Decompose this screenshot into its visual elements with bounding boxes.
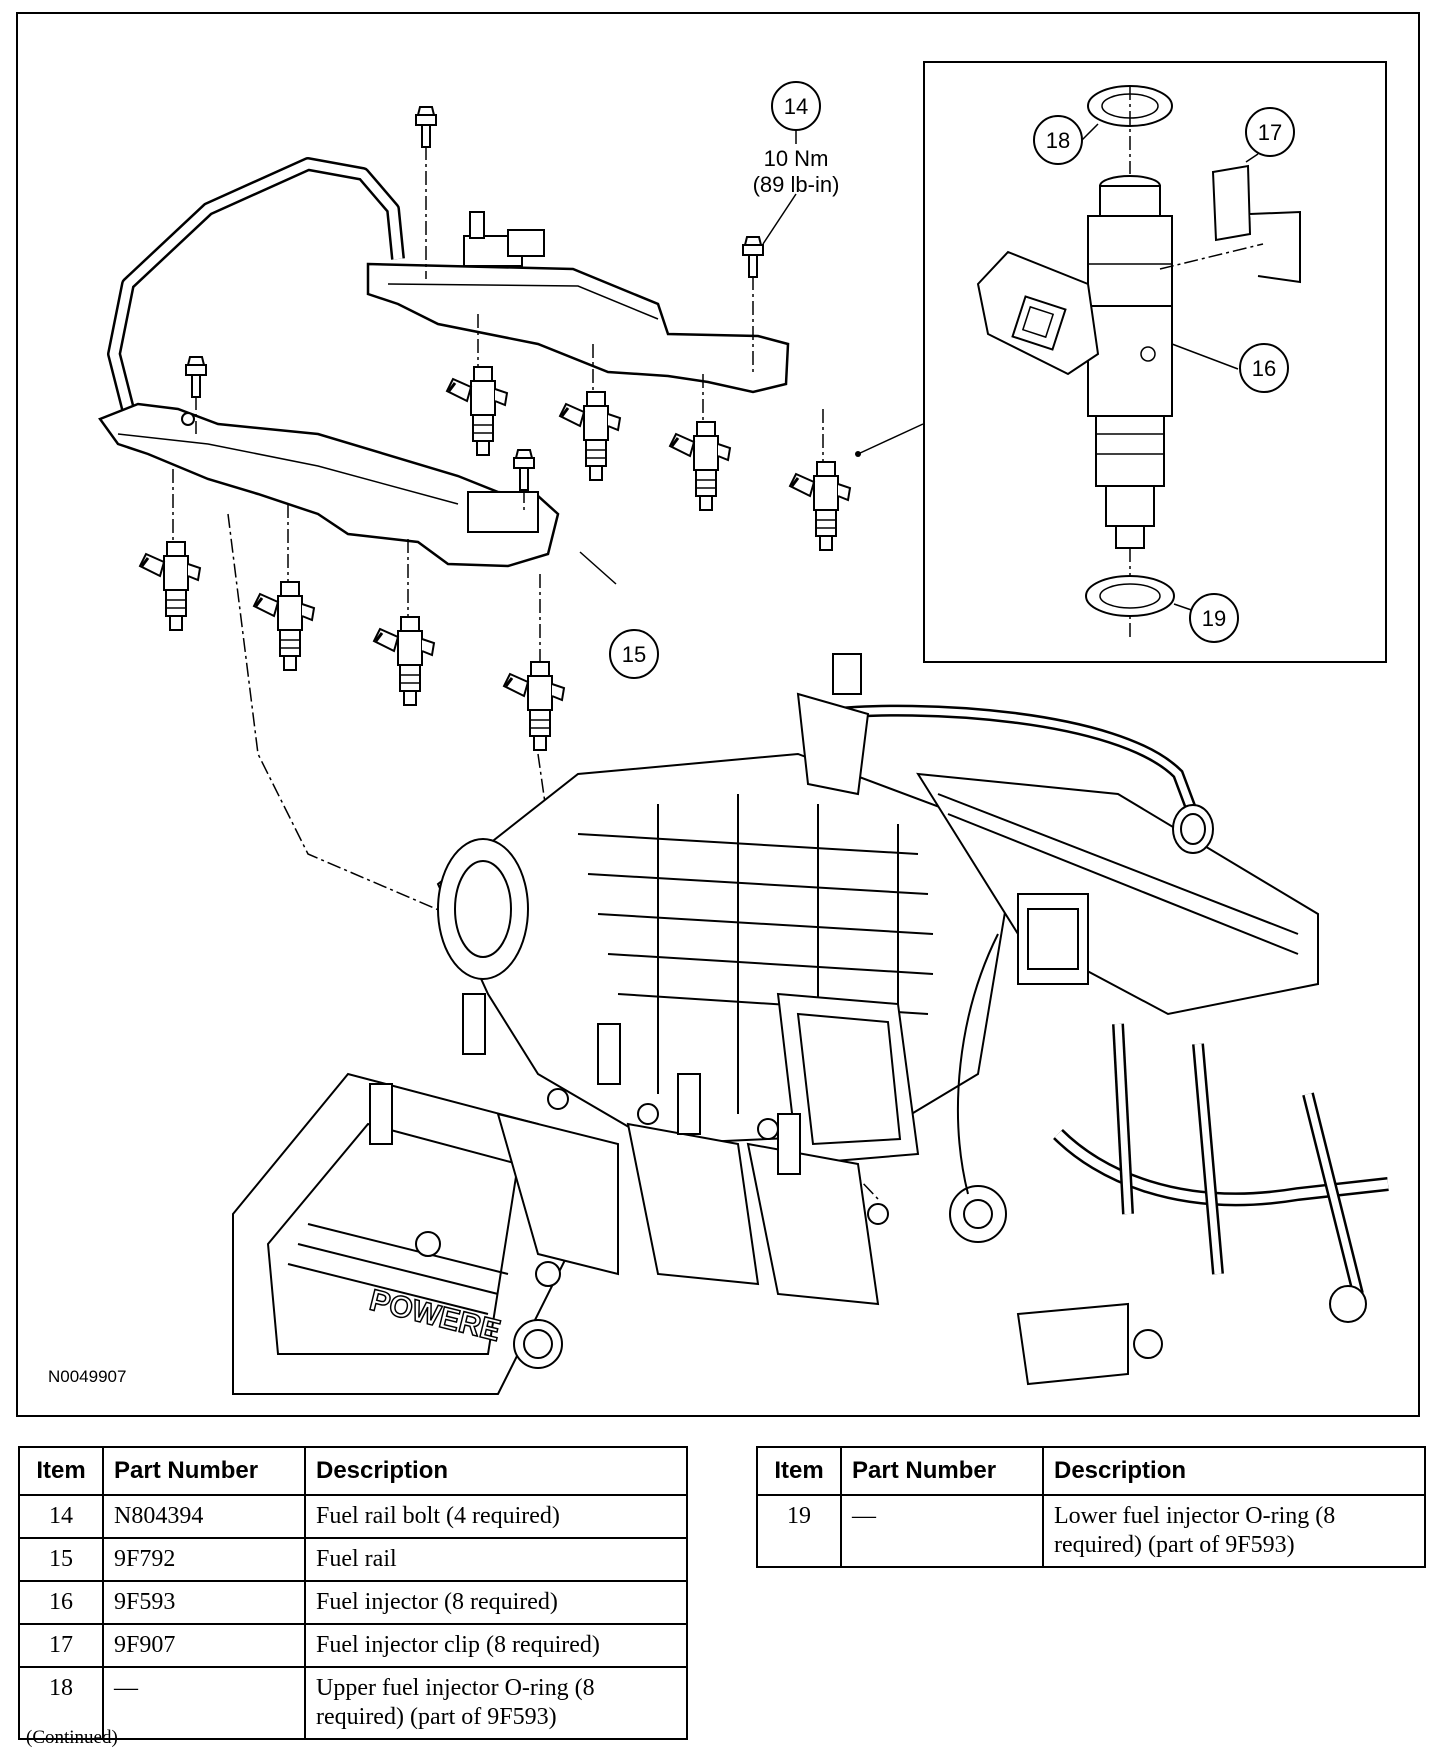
- torque-nm-label: 10 Nm: [764, 146, 829, 171]
- cell-part-number: —: [102, 1666, 306, 1740]
- callout-17: 17: [1245, 107, 1295, 157]
- callout-18-label: 18: [1046, 128, 1070, 153]
- parts-table-right: Item Part Number Description 19 — Lower …: [756, 1446, 1426, 1568]
- cell-description: Fuel rail bolt (4 required): [304, 1494, 688, 1539]
- callout-16: 16: [1239, 343, 1289, 393]
- callout-16-label: 16: [1252, 356, 1276, 381]
- cell-item: 14: [18, 1494, 104, 1539]
- table-row: 19 — Lower fuel injector O-ring (8 requi…: [756, 1494, 1426, 1568]
- table-row: 17 9F907 Fuel injector clip (8 required): [18, 1623, 688, 1668]
- header-item: Item: [756, 1446, 842, 1496]
- cell-item: 15: [18, 1537, 104, 1582]
- callout-14-label: 14: [784, 94, 808, 119]
- callout-14: 14 10 Nm (89 lb-in): [753, 81, 840, 197]
- cell-description: Fuel rail: [304, 1537, 688, 1582]
- table-header-row: Item Part Number Description: [756, 1446, 1426, 1496]
- cell-part-number: 9F792: [102, 1537, 306, 1582]
- engine-drawing: [232, 653, 1389, 1395]
- cell-description: Lower fuel injector O-ring (8 required) …: [1042, 1494, 1426, 1568]
- torque-lbin-label: (89 lb-in): [753, 172, 840, 197]
- header-part-number: Part Number: [840, 1446, 1044, 1496]
- parts-table-left: Item Part Number Description 14 N804394 …: [18, 1446, 688, 1740]
- table-row: 16 9F593 Fuel injector (8 required): [18, 1580, 688, 1625]
- header-description: Description: [304, 1446, 688, 1496]
- cell-description: Upper fuel injector O-ring (8 required) …: [304, 1666, 688, 1740]
- cell-item: 19: [756, 1494, 842, 1568]
- callout-15-label: 15: [622, 642, 646, 667]
- fuel-rail-exploded-diagram: 14 10 Nm (89 lb-in) 15: [98, 61, 1389, 1395]
- header-description: Description: [1042, 1446, 1426, 1496]
- cell-part-number: 9F593: [102, 1580, 306, 1625]
- callout-18: 18: [1033, 115, 1083, 165]
- table-row: 15 9F792 Fuel rail: [18, 1537, 688, 1582]
- cell-part-number: N804394: [102, 1494, 306, 1539]
- cell-item: 17: [18, 1623, 104, 1668]
- figure-id: N0049907: [48, 1367, 127, 1386]
- table-row: 14 N804394 Fuel rail bolt (4 required): [18, 1494, 688, 1539]
- cell-description: Fuel injector clip (8 required): [304, 1623, 688, 1668]
- cell-item: 18: [18, 1666, 104, 1740]
- cell-part-number: —: [840, 1494, 1044, 1568]
- callout-19-label: 19: [1202, 606, 1226, 631]
- table-row: 18 — Upper fuel injector O-ring (8 requi…: [18, 1666, 688, 1740]
- table-header-row: Item Part Number Description: [18, 1446, 688, 1496]
- injector-detail-drawing: [976, 85, 1301, 639]
- cell-item: 16: [18, 1580, 104, 1625]
- callout-15: 15: [609, 629, 659, 679]
- exploded-view-figure: 14 10 Nm (89 lb-in) 15: [16, 12, 1420, 1417]
- header-part-number: Part Number: [102, 1446, 306, 1496]
- cell-description: Fuel injector (8 required): [304, 1580, 688, 1625]
- callout-17-label: 17: [1258, 120, 1282, 145]
- header-item: Item: [18, 1446, 104, 1496]
- continued-note: (Continued): [26, 1727, 118, 1748]
- cell-part-number: 9F907: [102, 1623, 306, 1668]
- callout-19: 19: [1189, 593, 1239, 643]
